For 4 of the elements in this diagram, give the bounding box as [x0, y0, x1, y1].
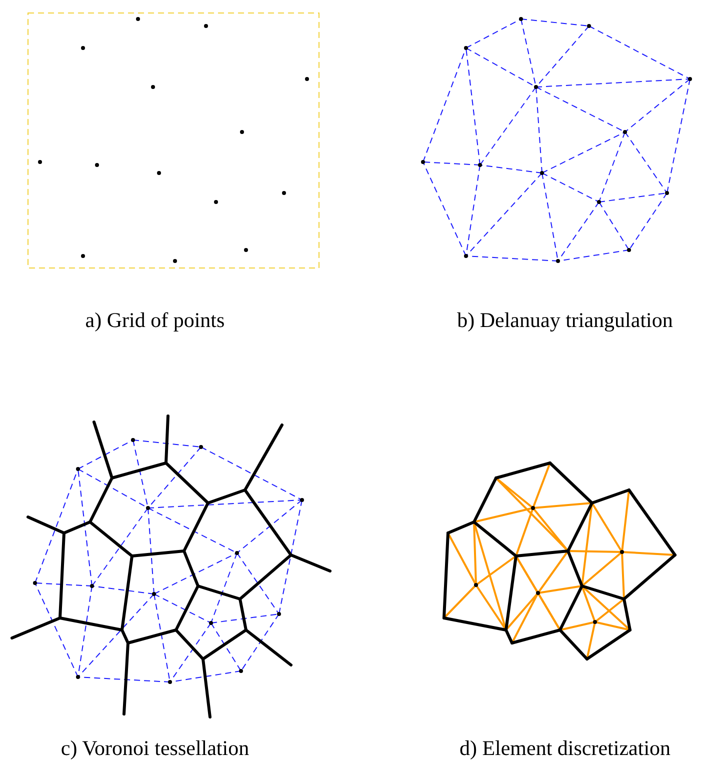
panel-caption: c) Voronoi tessellation	[60, 736, 250, 761]
panel-caption: a) Grid of points	[85, 308, 225, 333]
panel-caption: d) Element discretization	[459, 736, 671, 761]
panel-caption: b) Delanuay triangulation	[457, 308, 673, 333]
